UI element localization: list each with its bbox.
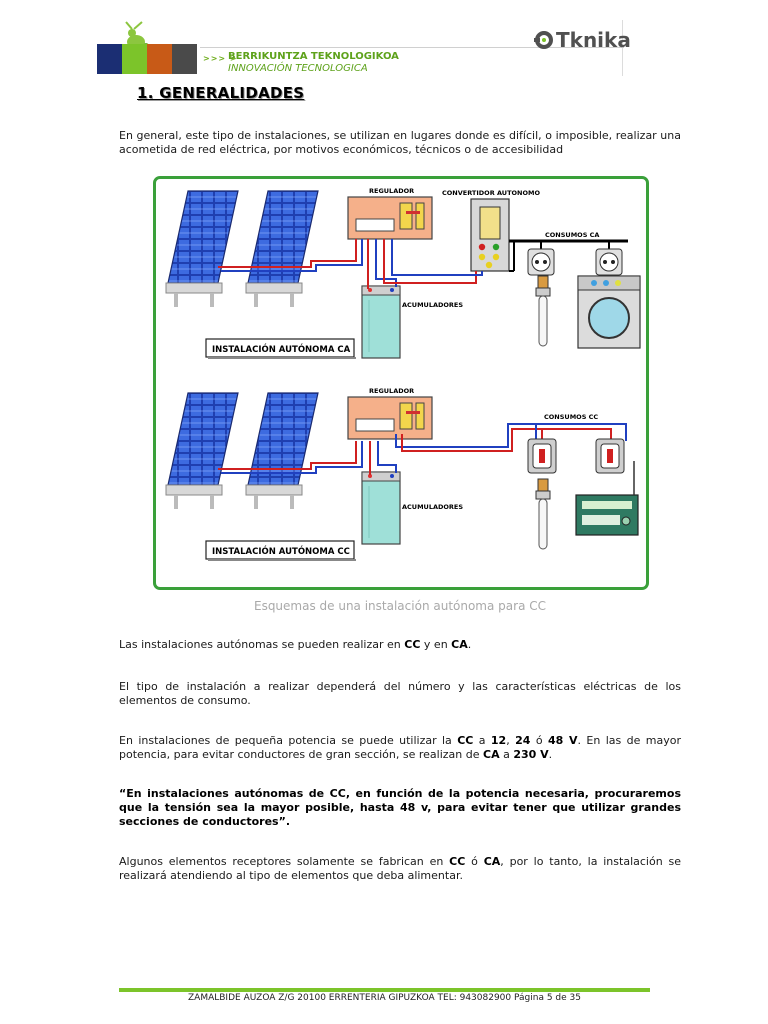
- banner-arrows: >>> >: [203, 54, 238, 63]
- logo-block-green: [122, 44, 147, 74]
- banner-divider: [200, 47, 624, 48]
- bottom-regulador-label: REGULADOR: [369, 387, 414, 395]
- logo-block-gray: [172, 44, 197, 74]
- logo-block-blue: [97, 44, 122, 74]
- quote-paragraph: “En instalaciones autónomas de CC, en fu…: [119, 787, 681, 828]
- footer-bar: [119, 988, 650, 992]
- top-convertidor-label: CONVERTIDOR AUTONOMO: [442, 189, 540, 197]
- section-heading: 1. GENERALIDADES: [137, 84, 305, 102]
- tknika-mark-icon: [534, 31, 553, 49]
- top-acumuladores-label: ACUMULADORES: [402, 301, 463, 309]
- paragraph-consumption: El tipo de instalación a realizar depend…: [119, 680, 681, 707]
- diagram-caption: Esquemas de una instalación autónoma par…: [253, 599, 546, 613]
- logo-color-blocks: [97, 44, 197, 74]
- bottom-consumos-label: CONSUMOS CC: [544, 413, 598, 421]
- paragraph-voltage: En instalaciones de pequeña potencia se …: [119, 734, 682, 761]
- banner-title-es: INNOVACIÓN TECNOLOGICA: [228, 63, 368, 74]
- bottom-acumuladores-label: ACUMULADORES: [402, 503, 463, 511]
- bottom-installation-label: INSTALACIÓN AUTÓNOMA CC: [212, 545, 350, 557]
- top-consumos-label: CONSUMOS CA: [545, 231, 599, 239]
- logo-block-orange: [147, 44, 172, 74]
- paragraph-cc-ca: Las instalaciones autónomas se pueden re…: [119, 638, 472, 651]
- header-vertical-divider: [622, 20, 623, 76]
- intro-paragraph: En general, este tipo de instalaciones, …: [119, 129, 681, 156]
- installation-diagram: REGULADOR CONVERTIDOR AUTONOMO CONSUMOS …: [153, 176, 649, 590]
- brand-name: Tknika: [556, 28, 631, 52]
- brand-logo: Tknika: [534, 28, 631, 52]
- paragraph-receptors: Algunos elementos receptores solamente s…: [119, 855, 681, 882]
- top-regulador-label: REGULADOR: [369, 187, 414, 195]
- top-installation-label: INSTALACIÓN AUTÓNOMA CA: [212, 343, 351, 355]
- banner-title-eu: BERRIKUNTZA TEKNOLOGIKOA: [228, 51, 399, 62]
- footer-text: ZAMALBIDE AUZOA Z/G 20100 ERRENTERIA GIP…: [188, 993, 581, 1003]
